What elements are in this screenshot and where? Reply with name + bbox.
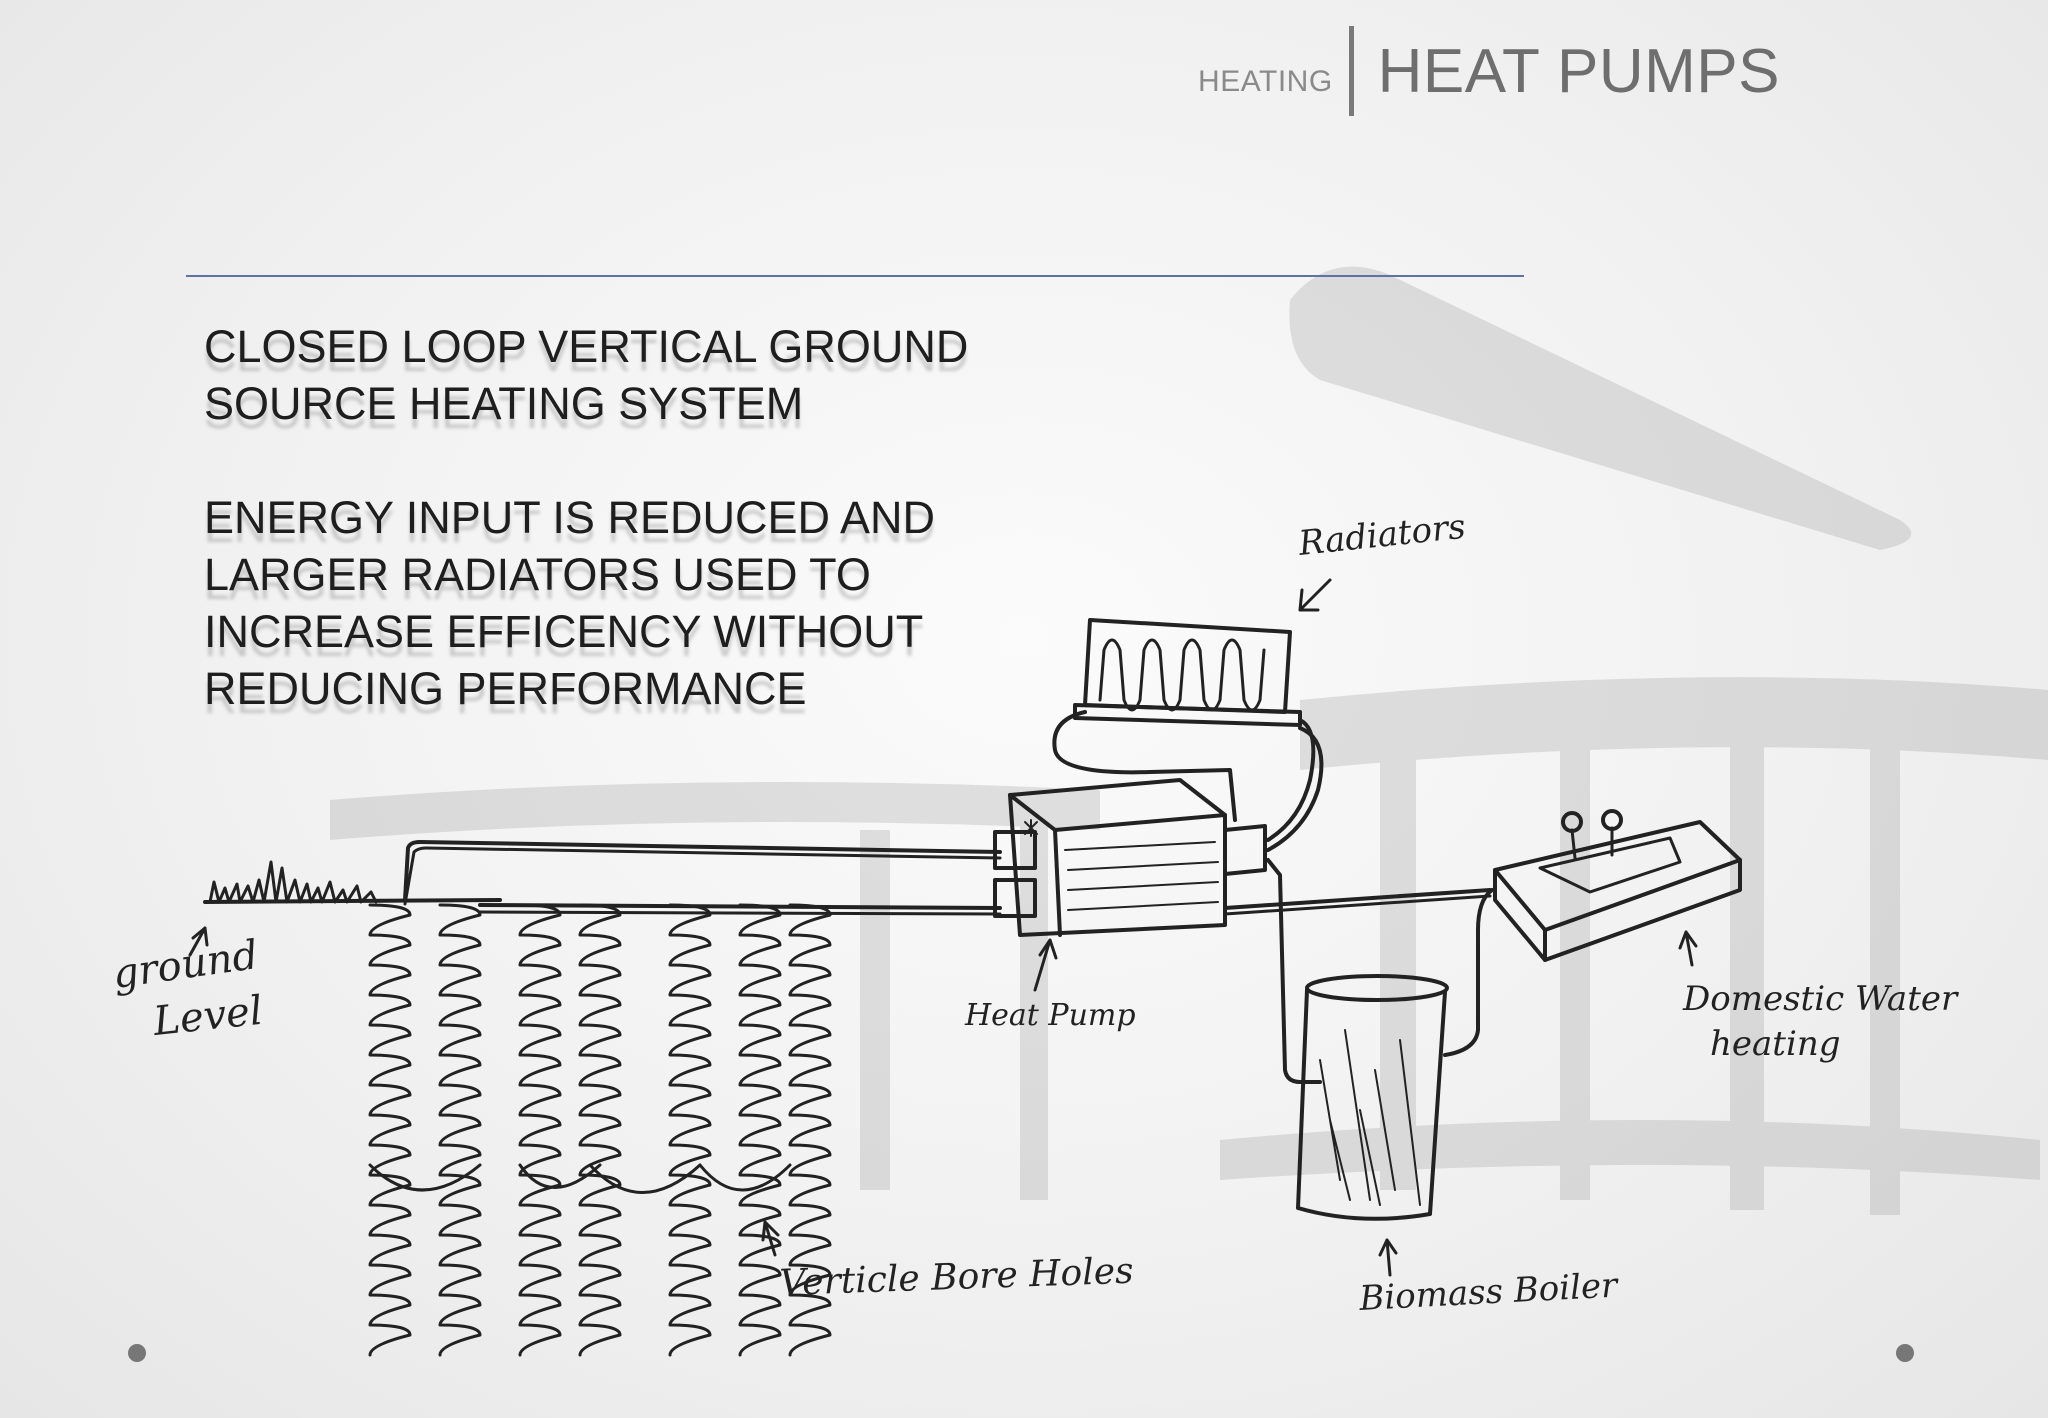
ground-level-line [203, 860, 502, 904]
body-line: INCREASE EFFICENCY WITHOUT [204, 606, 924, 657]
bore-hole-coils [368, 903, 832, 1357]
ground-pipes [403, 840, 1002, 916]
slide-dot-left [128, 1344, 146, 1362]
header: HEATING HEAT PUMPS [1198, 26, 1780, 116]
label-level: Level [150, 988, 265, 1045]
biomass-boiler [1296, 974, 1449, 1221]
label-biomass-boiler: Biomass Boiler [1357, 1265, 1620, 1319]
heat-pump-unit [993, 778, 1267, 937]
body-line: LARGER RADIATORS USED TO [204, 549, 871, 600]
body-line: SOURCE HEATING SYSTEM [204, 378, 804, 429]
title-rule [186, 275, 1524, 277]
body-line: REDUCING PERFORMANCE [204, 663, 807, 714]
slide-dot-right [1896, 1344, 1914, 1362]
label-radiators: Radiators [1296, 507, 1468, 564]
page-title: HEAT PUMPS [1377, 36, 1780, 106]
section-label: HEATING [1198, 65, 1333, 98]
label-heating: heating [1710, 1024, 1841, 1064]
label-bore-holes: Verticle Bore Holes [779, 1251, 1134, 1304]
domestic-water-heater [1493, 809, 1742, 962]
label-ground: ground [110, 932, 261, 998]
body-text: CLOSED LOOP VERTICAL GROUND SOURCE HEATI… [204, 318, 1024, 717]
body-line: CLOSED LOOP VERTICAL GROUND [204, 321, 969, 372]
domestic-pipes [1223, 858, 1494, 1084]
label-arrows [188, 578, 1698, 1277]
label-domestic-water: Domestic Water [1682, 979, 1959, 1019]
radiator-pipes [1052, 710, 1324, 852]
header-divider [1348, 26, 1354, 116]
body-line: ENERGY INPUT IS REDUCED AND [204, 492, 935, 543]
label-heat-pump: Heat Pump [964, 998, 1136, 1033]
radiator [1073, 618, 1302, 727]
